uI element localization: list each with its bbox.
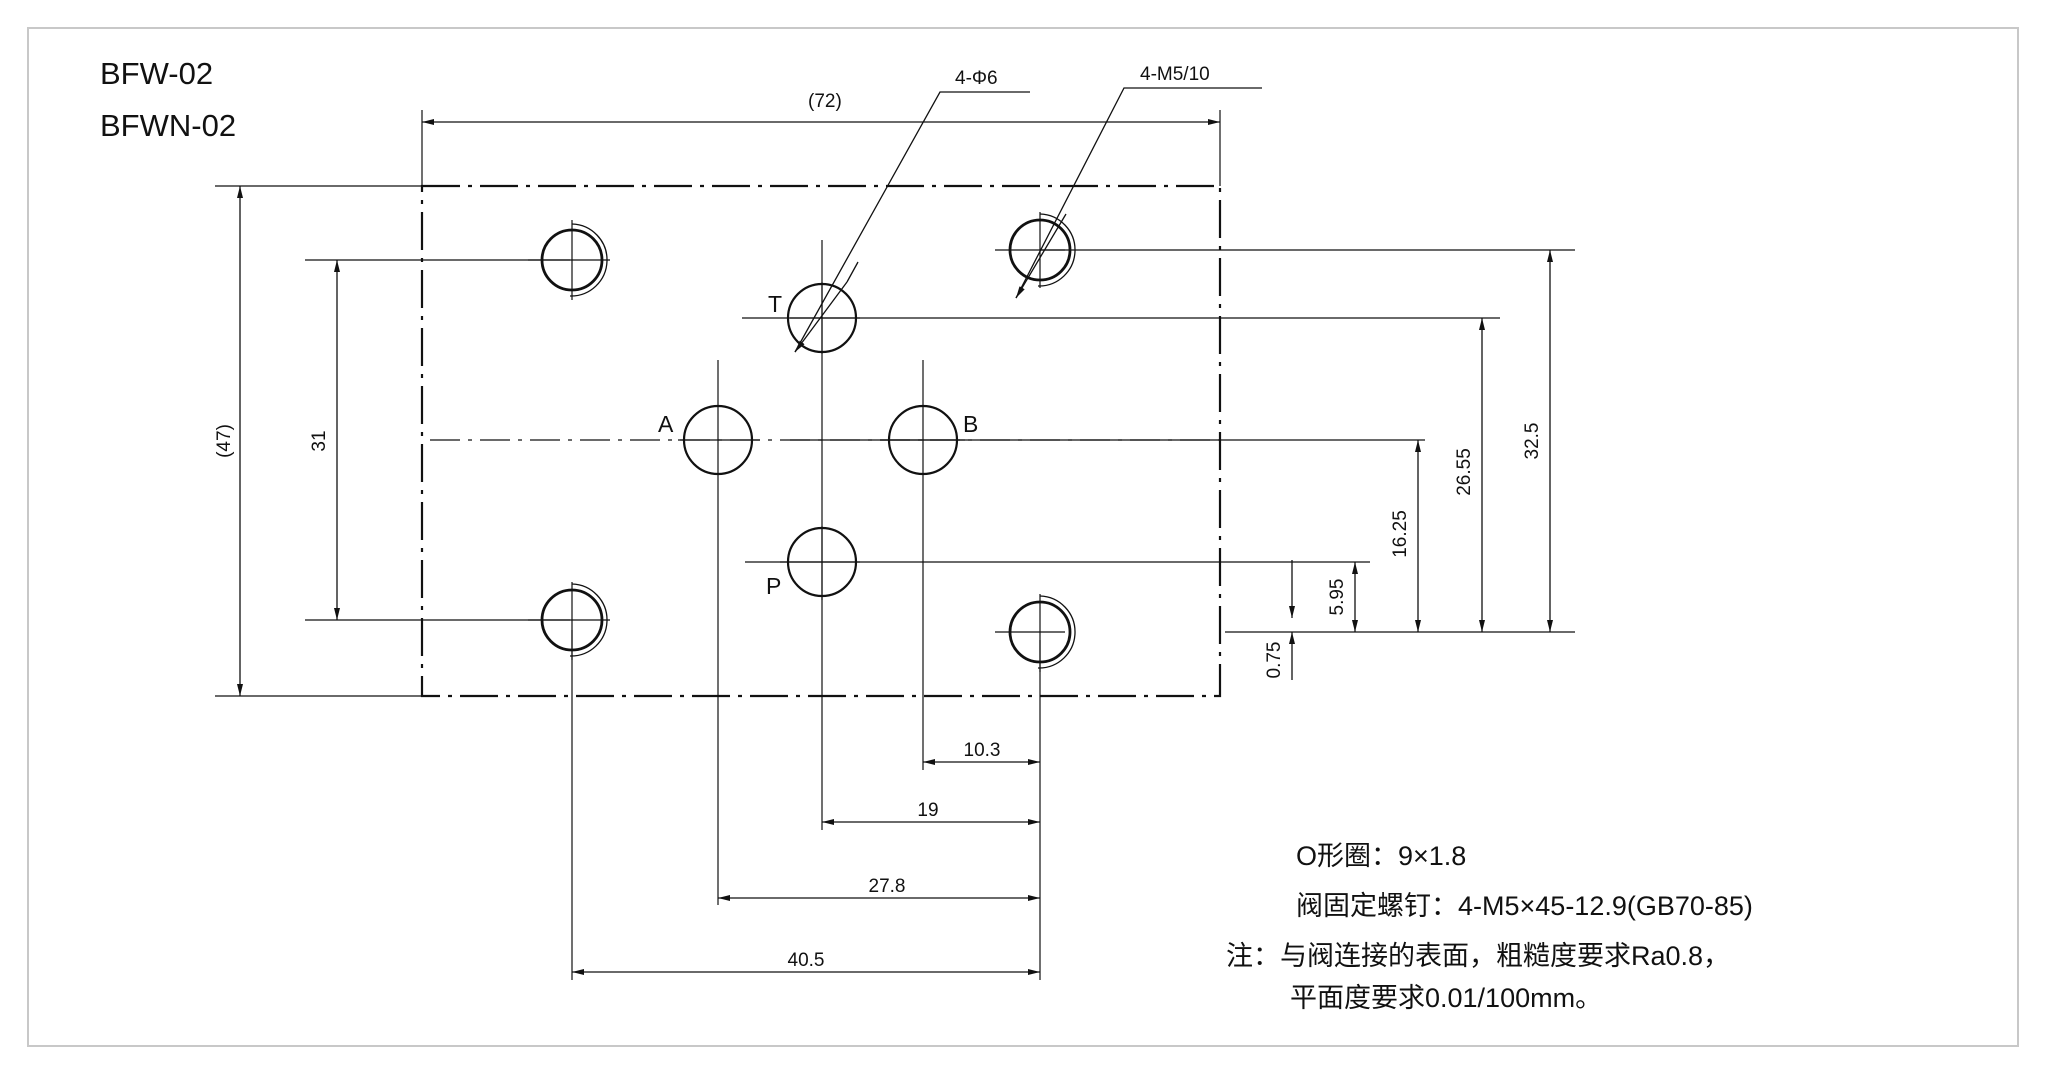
dim-26-55: 26.55 xyxy=(1454,448,1475,496)
bolt-hole-bottom-right xyxy=(1008,595,1076,669)
note-screws: 阀固定螺钉：4-M5×45-12.9(GB70-85) xyxy=(1296,891,1753,921)
dim-10-3: 10.3 xyxy=(964,740,1001,761)
dim-16-25: 16.25 xyxy=(1390,510,1411,558)
port-hole-p xyxy=(786,526,858,598)
dim-height-overall: (47) xyxy=(214,424,235,458)
dim-bolt-spacing-vertical: 31 xyxy=(309,430,330,451)
drawing-frame xyxy=(27,27,2019,1047)
model-name-2: BFWN-02 xyxy=(100,108,236,143)
bolt-hole-top-right xyxy=(1008,213,1076,287)
dim-27-8: 27.8 xyxy=(869,876,906,897)
dim-5-95: 5.95 xyxy=(1327,579,1348,616)
note-oring: O形圈：9×1.8 xyxy=(1296,841,1466,871)
callout-port-holes: 4-Φ6 xyxy=(955,68,998,89)
callout-threaded-holes: 4-M5/10 xyxy=(1140,64,1210,85)
bolt-hole-bottom-left xyxy=(540,583,608,657)
bolt-hole-top-left xyxy=(540,223,608,297)
port-hole-a xyxy=(682,404,754,476)
port-label-p: P xyxy=(766,573,781,599)
model-name-1: BFW-02 xyxy=(100,56,213,91)
port-label-t: T xyxy=(768,291,782,317)
dim-0-75: 0.75 xyxy=(1264,642,1285,679)
dim-width-overall: (72) xyxy=(808,91,842,112)
plate-outline xyxy=(420,184,1222,698)
dim-40-5: 40.5 xyxy=(788,950,825,971)
dimension-lines xyxy=(237,119,1553,975)
dim-19: 19 xyxy=(917,800,938,821)
port-hole-b xyxy=(887,404,959,476)
port-hole-t xyxy=(786,282,858,354)
leader-lines xyxy=(794,87,1262,353)
note-surface-line2: 平面度要求0.01/100mm。 xyxy=(1290,983,1602,1013)
port-label-a: A xyxy=(658,411,674,437)
extension-lines xyxy=(215,110,1575,980)
port-label-b: B xyxy=(963,411,978,437)
note-surface-line1: 注：与阀连接的表面，粗糙度要求Ra0.8， xyxy=(1226,941,1730,971)
dim-32-5: 32.5 xyxy=(1522,423,1543,460)
